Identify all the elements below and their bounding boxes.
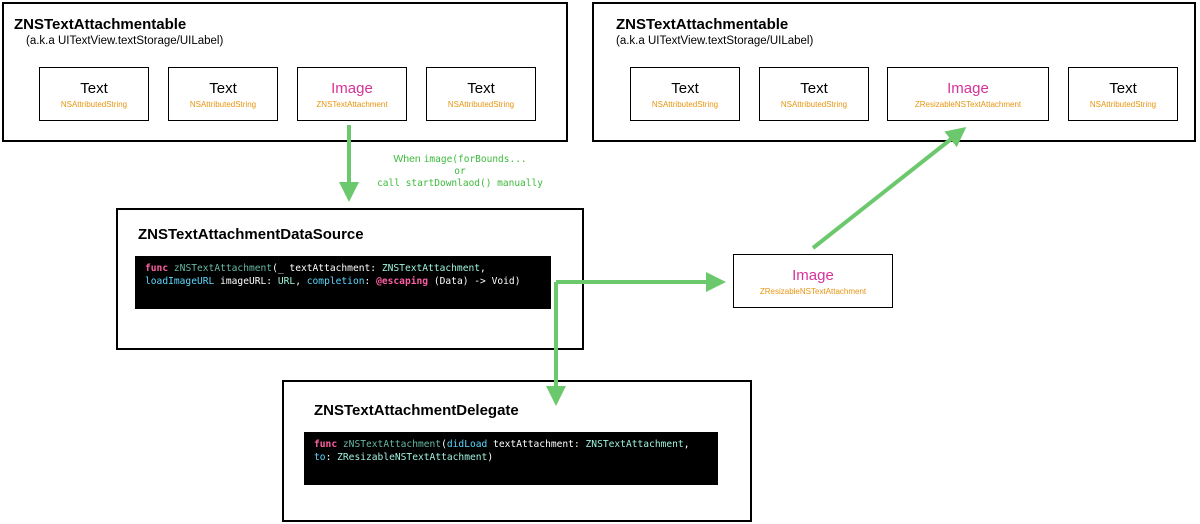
left-text-item-2: Text NSAttributedString [168,67,278,121]
item-sub-label: NSAttributedString [189,100,257,109]
left-image-item: Image ZNSTextAttachment [297,67,407,121]
trigger-note-line2: or [454,166,466,177]
left-text-item-1: Text NSAttributedString [39,67,149,121]
right-text-item-3: Text NSAttributedString [1068,67,1178,121]
item-sub-label: ZResizableNSTextAttachment [759,287,867,296]
item-main-label: Text [467,80,495,97]
left-attachmentable-container: ZNSTextAttachmentable (a.k.a UITextView.… [2,2,568,142]
right-text-item-2: Text NSAttributedString [759,67,869,121]
item-sub-label: NSAttributedString [1089,100,1157,109]
item-main-label: Text [209,80,237,97]
delegate-title: ZNSTextAttachmentDelegate [314,402,519,419]
delegate-container: ZNSTextAttachmentDelegate func zNSTextAt… [282,380,752,522]
item-main-label: Text [800,80,828,97]
floating-image-item: Image ZResizableNSTextAttachment [733,254,893,308]
item-sub-label: ZResizableNSTextAttachment [914,100,1022,109]
item-main-label: Text [1109,80,1137,97]
item-main-label: Image [792,267,834,284]
delegate-code-block: func zNSTextAttachment(didLoad textAttac… [304,432,718,485]
right-attachmentable-container: ZNSTextAttachmentable (a.k.a UITextView.… [592,2,1196,142]
left-container-title: ZNSTextAttachmentable [14,16,187,33]
trigger-note: When image(forBounds... or call startDow… [360,153,560,190]
right-container-title: ZNSTextAttachmentable [616,16,789,33]
item-sub-label: NSAttributedString [60,100,128,109]
item-main-label: Text [671,80,699,97]
item-sub-label: ZNSTextAttachment [316,100,388,109]
arrow-image-to-right-container [811,127,967,250]
item-sub-label: NSAttributedString [780,100,848,109]
item-main-label: Image [947,80,989,97]
item-main-label: Text [80,80,108,97]
right-container-subtitle: (a.k.a UITextView.textStorage/UILabel) [616,35,814,47]
item-sub-label: NSAttributedString [447,100,515,109]
right-image-item: Image ZResizableNSTextAttachment [887,67,1049,121]
datasource-container: ZNSTextAttachmentDataSource func zNSText… [116,208,584,350]
right-text-item-1: Text NSAttributedString [630,67,740,121]
datasource-title: ZNSTextAttachmentDataSource [138,226,364,243]
datasource-code-block: func zNSTextAttachment(_ textAttachment:… [135,256,551,309]
left-text-item-3: Text NSAttributedString [426,67,536,121]
trigger-note-line3: call startDownlaod() manually [377,178,543,189]
item-main-label: Image [331,80,373,97]
trigger-note-line1: When image(forBounds... [393,153,527,165]
left-container-subtitle: (a.k.a UITextView.textStorage/UILabel) [26,35,224,47]
item-sub-label: NSAttributedString [651,100,719,109]
